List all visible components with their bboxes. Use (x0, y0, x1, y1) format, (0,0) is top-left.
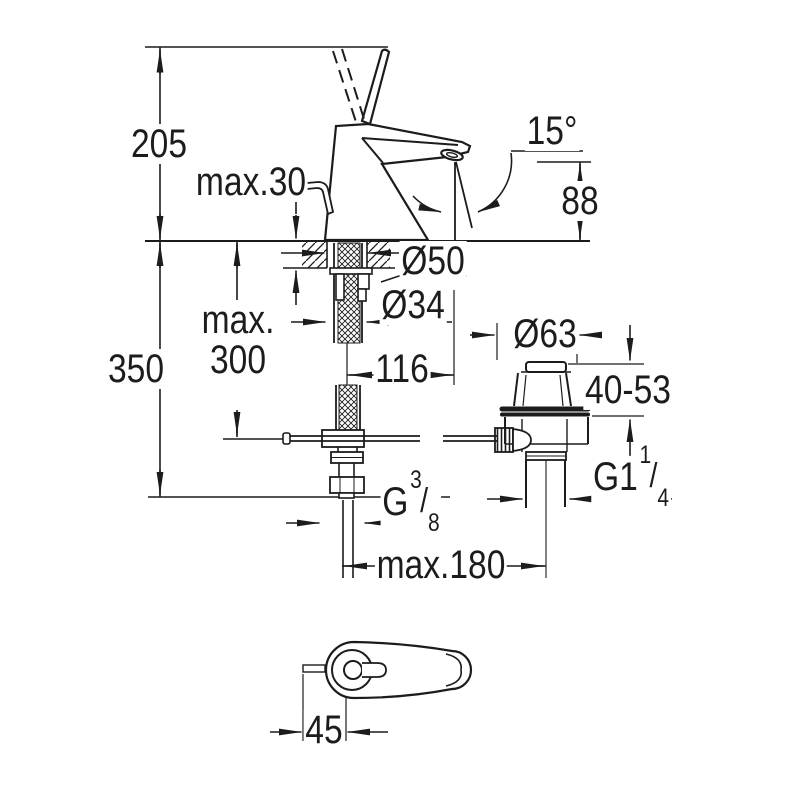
supply-thread-numerator: 3 (410, 465, 422, 494)
dim-label-supply-thread: G3/8 (380, 467, 442, 536)
dim-label-height-above: 205 (129, 122, 189, 166)
supply-thread-prefix: G (382, 480, 409, 525)
dim-label-hose-length-line1: max. (201, 298, 275, 342)
waste-thread-prefix: G1 (592, 455, 638, 500)
supply-thread-denominator: 8 (428, 509, 440, 538)
pop-up-rod (223, 432, 497, 445)
waste-assembly (494, 361, 591, 508)
dim-label-hole-diameter: Ø34 (379, 283, 447, 327)
dim-label-waste-thread: G11/4 (591, 442, 671, 511)
dim-label-center-distance: max.180 (374, 543, 508, 587)
dim-label-deck-thickness: max.30 (194, 160, 308, 204)
dim-label-hose-length-line2: 300 (209, 338, 267, 382)
dim-label-lever-length: 45 (303, 708, 345, 752)
waste-thread-denominator: 4 (657, 484, 670, 513)
dim-label-base-diameter: Ø50 (399, 239, 467, 283)
supply-thread-slash: / (420, 482, 429, 521)
dim-label-hose-length: max. 300 (199, 298, 277, 382)
dim-label-height-below: 350 (106, 347, 166, 391)
dim-label-swivel-angle: 15° (524, 109, 580, 153)
dim-label-spout-reach: 116 (373, 347, 431, 391)
waste-thread-numerator: 1 (639, 440, 652, 469)
waste-thread-slash: / (649, 457, 658, 496)
dim-label-waste-diameter: Ø63 (511, 312, 579, 356)
dim-label-spout-height: 88 (559, 179, 601, 223)
mounting-shaft-and-hose (283, 241, 395, 578)
dim-label-waste-range: 40-53 (583, 368, 673, 412)
faucet-body (301, 48, 472, 242)
lever-top-view (302, 640, 473, 700)
